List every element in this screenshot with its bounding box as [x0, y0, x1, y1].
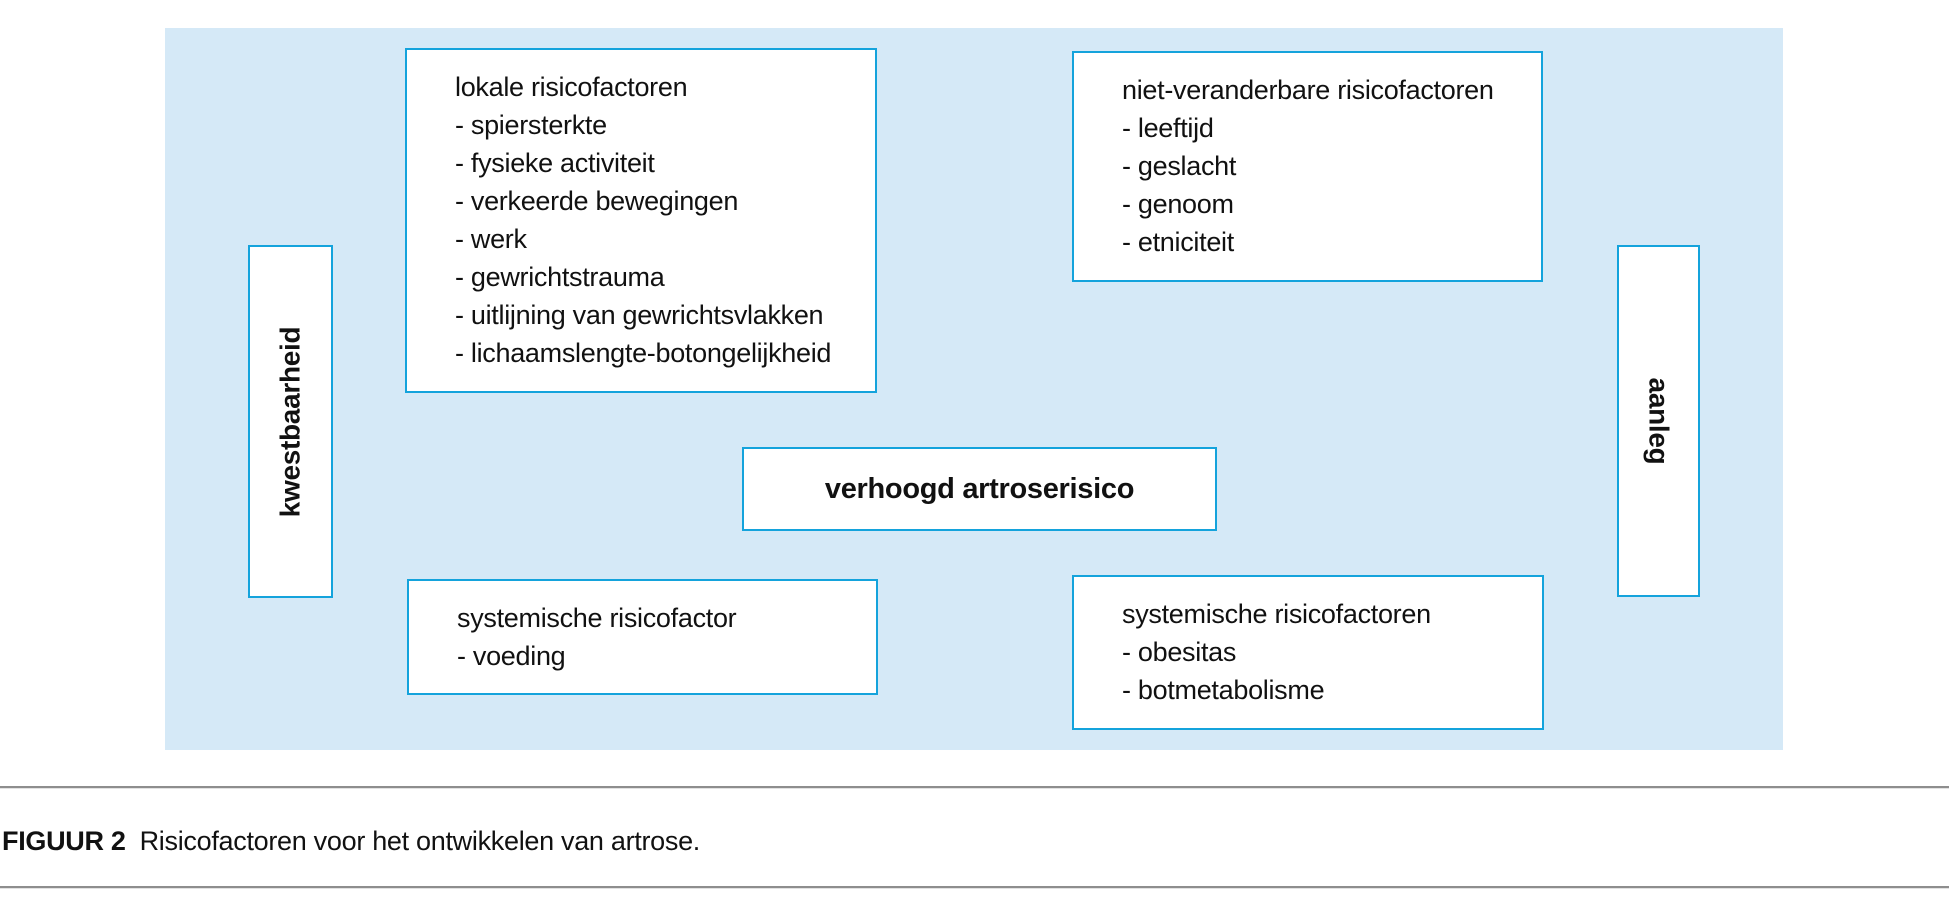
box-systemic-risk-factors: systemische risicofactoren - obesitas - b…: [1072, 575, 1544, 730]
caption-rule-top: [0, 786, 1949, 789]
box-local-risk-factors: lokale risicofactoren - spiersterkte - fy…: [405, 48, 877, 393]
list-item: - etniciteit: [1122, 227, 1234, 257]
box-nonmodifiable-risk-factors: niet-veranderbare risicofactoren - leeft…: [1072, 51, 1543, 282]
box-increased-osteoarthritis-risk: verhoogd artroserisico: [742, 447, 1217, 531]
increased-risk-label: verhoogd artroserisico: [824, 473, 1135, 505]
local-risk-title: lokale risicofactoren: [455, 72, 688, 102]
list-item: - werk: [455, 224, 527, 254]
list-item: - uitlijning van gewrichtsvlakken: [455, 300, 824, 330]
box-vulnerability: kwestbaarheid: [248, 245, 333, 598]
list-item: - spiersterkte: [455, 110, 607, 140]
list-item: - obesitas: [1122, 637, 1237, 667]
box-predisposition: aanleg: [1617, 245, 1700, 597]
box-systemic-risk-factor: systemische risicofactor - voeding: [407, 579, 878, 695]
systemic-left-item-list: - voeding: [457, 637, 858, 675]
systemic-right-title: systemische risicofactoren: [1122, 599, 1431, 629]
list-item: - lichaamslengte-botongelijkheid: [455, 338, 832, 368]
systemic-right-item-list: - obesitas - botmetabolisme: [1122, 633, 1524, 709]
local-risk-item-list: - spiersterkte - fysieke activiteit - verk…: [455, 106, 857, 372]
list-item: - botmetabolisme: [1122, 675, 1325, 705]
list-item: - leeftijd: [1122, 113, 1214, 143]
list-item: - geslacht: [1122, 151, 1237, 181]
figure-caption-label: FIGUUR 2: [2, 826, 126, 856]
diagram-panel: lokale risicofactoren - spiersterkte - fy…: [165, 28, 1783, 750]
caption-rule-bottom: [0, 886, 1949, 889]
nonmodifiable-risk-title: niet-veranderbare risicofactoren: [1122, 75, 1494, 105]
predisposition-label: aanleg: [1643, 377, 1675, 465]
list-item: - verkeerde bewegingen: [455, 186, 739, 216]
figure-caption: FIGUUR 2 Risicofactoren voor het ontwikke…: [2, 826, 700, 856]
list-item: - fysieke activiteit: [455, 148, 655, 178]
vulnerability-label: kwestbaarheid: [274, 326, 306, 517]
figure-caption-text: Risicofactoren voor het ontwikkelen van …: [139, 826, 701, 856]
nonmodifiable-risk-item-list: - leeftijd - geslacht - genoom - etniciteit: [1122, 109, 1523, 261]
systemic-left-title: systemische risicofactor: [457, 603, 737, 633]
list-item: - gewrichtstrauma: [455, 262, 665, 292]
list-item: - voeding: [457, 641, 566, 671]
list-item: - genoom: [1122, 189, 1234, 219]
